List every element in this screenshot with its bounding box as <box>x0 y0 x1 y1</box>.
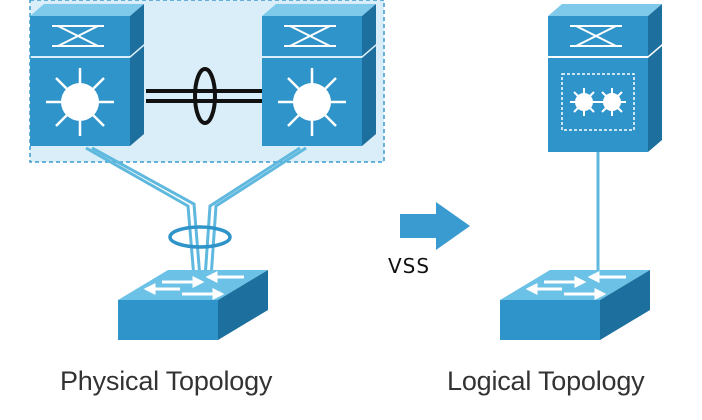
vss-label: VSS <box>388 254 431 278</box>
logical-topology-caption: Logical Topology <box>447 366 645 396</box>
right-arrow-icon <box>400 202 470 250</box>
port-channel-icon <box>168 225 232 249</box>
logical-topology <box>500 4 662 340</box>
vsl-port-channel-icon <box>193 67 217 125</box>
transition-arrow <box>400 202 470 250</box>
access-switch-icon <box>118 270 268 340</box>
physical-topology <box>29 0 385 340</box>
virtual-switch-icon <box>548 4 662 152</box>
uplink-cables <box>85 146 307 279</box>
core-switch-icon <box>30 4 144 146</box>
core-switch-icon <box>262 4 376 146</box>
access-switch-icon <box>500 270 650 340</box>
virtual-switch-link <box>144 67 262 125</box>
physical-topology-caption: Physical Topology <box>60 366 273 396</box>
